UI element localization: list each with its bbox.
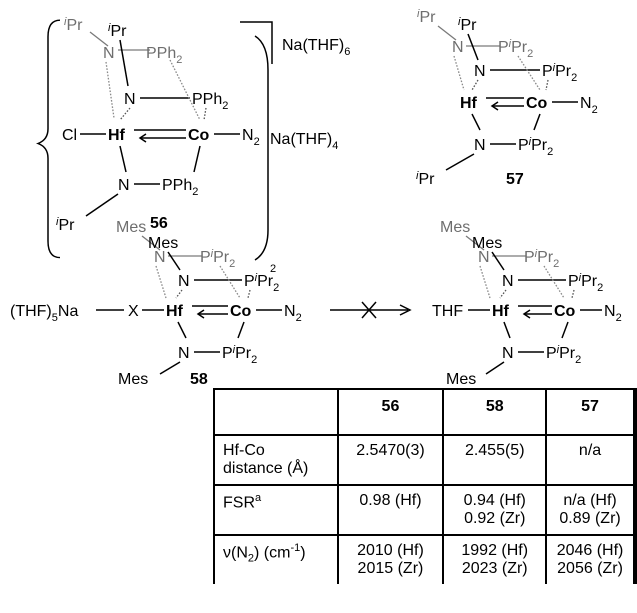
svg-text:N: N — [478, 249, 490, 266]
compound-57: iPr N PiPr2 iPr N PiPr2 Hf Co N2 N PiPr2… — [416, 8, 598, 188]
compound-product: Mes N PiPr2 Mes N PiPr2 THF Hf Co N2 N P… — [432, 219, 622, 388]
svg-text:PPh2: PPh2 — [192, 91, 228, 112]
svg-text:Na(THF)4: Na(THF)4 — [270, 131, 338, 152]
svg-text:Mes: Mes — [446, 371, 476, 388]
svg-text:iPr: iPr — [108, 22, 127, 40]
cell-distance-58: 2.455(5) — [442, 434, 548, 486]
svg-text:PiPr2: PiPr2 — [524, 248, 559, 270]
svg-text:(THF)5Na: (THF)5Na — [10, 303, 78, 324]
compound-58: Mes N PiPr2 Mes N PiPr2 (THF)5Na X Hf Co… — [10, 219, 302, 388]
svg-text:N2: N2 — [580, 95, 598, 116]
svg-text:N2: N2 — [284, 303, 302, 324]
cell-fsr-58: 0.94 (Hf) 0.92 (Zr) — [442, 484, 548, 536]
svg-text:PiPr2: PiPr2 — [244, 272, 279, 294]
cell-distance-57: n/a — [545, 434, 637, 486]
svg-text:Mes: Mes — [118, 371, 148, 388]
svg-text:PiPr2: PiPr2 — [546, 344, 581, 366]
header-58: 58 — [442, 388, 548, 436]
blocked-reaction-arrow — [330, 301, 412, 319]
svg-text:Hf: Hf — [166, 303, 184, 320]
svg-text:iPr: iPr — [458, 16, 477, 34]
svg-text:N: N — [154, 249, 166, 266]
svg-text:56: 56 — [150, 215, 168, 232]
svg-text:N: N — [178, 345, 190, 362]
table-row-fsr: FSRa 0.98 (Hf) 0.94 (Hf) 0.92 (Zr) n/a (… — [213, 484, 637, 536]
svg-text:N: N — [474, 137, 486, 154]
svg-text:Mes: Mes — [116, 219, 146, 236]
svg-text:iPr: iPr — [64, 16, 83, 34]
svg-text:N2: N2 — [242, 127, 260, 148]
svg-text:N: N — [502, 345, 514, 362]
cell-nu-58: 1992 (Hf) 2023 (Zr) — [442, 534, 548, 584]
table-header-row: 56 58 57 — [213, 388, 637, 436]
svg-text:Hf: Hf — [460, 95, 478, 112]
svg-text:N2: N2 — [604, 303, 622, 324]
svg-text:Co: Co — [554, 303, 576, 320]
svg-text:Co: Co — [188, 127, 210, 144]
svg-text:PiPr2: PiPr2 — [568, 272, 603, 294]
svg-text:Mes: Mes — [440, 219, 470, 236]
svg-text:2: 2 — [270, 263, 276, 275]
svg-text:N: N — [178, 273, 190, 290]
svg-text:X: X — [128, 303, 139, 320]
svg-text:iPr: iPr — [56, 216, 75, 234]
svg-text:PPh2: PPh2 — [162, 177, 198, 198]
svg-text:Hf: Hf — [108, 127, 126, 144]
svg-text:58: 58 — [190, 371, 208, 388]
svg-text:iPr: iPr — [417, 8, 436, 26]
cell-fsr-56: 0.98 (Hf) — [336, 484, 445, 536]
svg-text:PiPr2: PiPr2 — [542, 62, 577, 84]
table-row-distance: Hf-Co distance (Å) 2.5470(3) 2.455(5) n/… — [213, 434, 637, 486]
svg-text:PiPr2: PiPr2 — [498, 38, 533, 60]
svg-text:Mes: Mes — [472, 235, 502, 252]
table-row-nu-n2: ν(N2) (cm-1) 2010 (Hf) 2015 (Zr) 1992 (H… — [213, 534, 637, 584]
svg-text:57: 57 — [506, 171, 524, 188]
right-bracket — [254, 35, 269, 261]
cell-distance-56: 2.5470(3) — [336, 434, 445, 486]
svg-text:Cl: Cl — [62, 127, 77, 144]
comparison-table: 56 58 57 Hf-Co distance (Å) 2.5470(3) 2.… — [213, 388, 637, 584]
left-brace — [35, 19, 61, 259]
row-label-distance: Hf-Co distance (Å) — [213, 434, 339, 486]
svg-text:PiPr2: PiPr2 — [222, 344, 257, 366]
svg-text:Co: Co — [230, 303, 252, 320]
svg-text:PPh2: PPh2 — [146, 45, 182, 66]
row-label-fsr: FSRa — [213, 484, 339, 536]
svg-text:Mes: Mes — [148, 235, 178, 252]
svg-text:PiPr2: PiPr2 — [518, 136, 553, 158]
cell-nu-56: 2010 (Hf) 2015 (Zr) — [336, 534, 445, 584]
reaction-scheme: iPr N PPh2 iPr N PPh2 Cl Hf Co N2 N PPh2… — [10, 8, 622, 388]
svg-text:N: N — [474, 63, 486, 80]
svg-text:N: N — [502, 273, 514, 290]
header-57: 57 — [545, 388, 637, 436]
svg-text:N: N — [103, 45, 115, 62]
svg-text:Na(THF)6: Na(THF)6 — [282, 37, 350, 58]
cell-fsr-57: n/a (Hf) 0.89 (Zr) — [545, 484, 637, 536]
compound-56: iPr N PPh2 iPr N PPh2 Cl Hf Co N2 N PPh2… — [35, 16, 350, 275]
cell-nu-57: 2046 (Hf) 2056 (Zr) — [545, 534, 637, 584]
svg-text:N: N — [452, 39, 464, 56]
svg-text:N: N — [118, 177, 130, 194]
svg-text:Co: Co — [526, 95, 548, 112]
svg-text:N: N — [124, 91, 136, 108]
svg-text:Hf: Hf — [492, 303, 510, 320]
svg-text:PiPr2: PiPr2 — [200, 248, 235, 270]
svg-text:iPr: iPr — [416, 170, 435, 188]
header-56: 56 — [336, 388, 445, 436]
row-label-nu-n2: ν(N2) (cm-1) — [213, 534, 339, 584]
header-empty — [213, 388, 339, 436]
svg-text:THF: THF — [432, 303, 463, 320]
